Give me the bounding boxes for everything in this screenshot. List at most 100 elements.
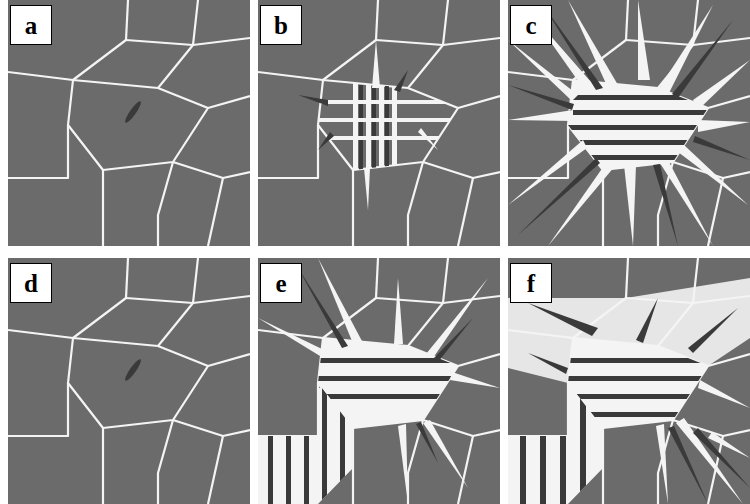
microstructure-shape	[708, 432, 750, 458]
panel-letter: a	[25, 13, 38, 38]
microstructure-shape	[693, 136, 750, 160]
panel-letter: c	[525, 13, 536, 38]
microstructure-shape	[426, 278, 488, 358]
microstructure-shape	[624, 165, 636, 246]
microstructure-shape	[508, 110, 573, 121]
panel-label-box: d	[10, 263, 52, 303]
microstructure-shape	[298, 95, 328, 106]
microstructure-shape	[508, 85, 574, 110]
microstructure-shape	[672, 20, 733, 98]
microstructure-shape	[392, 80, 397, 175]
microstructure-shape	[636, 298, 658, 343]
microstructure-shape	[318, 118, 458, 122]
microstructure-shape	[364, 168, 370, 210]
microstructure-shape	[543, 5, 603, 90]
microstructure-shape	[372, 40, 380, 88]
microstructure-shape	[450, 372, 500, 388]
microstructure-shape	[379, 80, 384, 175]
microstructure-shape	[318, 132, 334, 150]
microstructure-shape	[366, 80, 371, 175]
panel-letter: b	[274, 13, 288, 38]
microstructure-shape	[688, 308, 738, 353]
panel-f-grains	[508, 258, 750, 504]
microstructure-shape	[563, 358, 713, 363]
microstructure-shape	[372, 85, 376, 170]
microstructure-shape	[258, 258, 500, 504]
microstructure-shape	[286, 388, 291, 504]
microstructure-shape	[359, 85, 363, 170]
microstructure-shape	[123, 100, 143, 125]
panel-label-box: c	[510, 5, 552, 45]
microstructure-shape	[258, 388, 358, 504]
microstructure-shape	[540, 378, 546, 504]
microstructure-shape	[298, 268, 473, 463]
microstructure-shape	[318, 136, 458, 140]
microstructure-shape	[416, 422, 438, 463]
microstructure-shape	[340, 388, 345, 504]
microstructure-shape	[258, 318, 324, 356]
panel-label-box: a	[10, 5, 52, 45]
microstructure-shape	[656, 424, 668, 504]
microstructure-shape	[508, 0, 750, 246]
microstructure-shape	[698, 380, 750, 408]
microstructure-shape	[313, 394, 463, 399]
microstructure-shape	[398, 424, 408, 504]
microstructure-shape	[560, 378, 566, 504]
panel-b-grains	[258, 0, 500, 246]
microstructure-shape	[528, 353, 568, 374]
microstructure-shape	[508, 0, 750, 246]
microstructure-shape	[508, 140, 587, 205]
microstructure-shape	[318, 80, 458, 175]
microstructure-shape	[528, 298, 738, 374]
microstructure-shape	[508, 378, 608, 504]
microstructure-shape	[394, 278, 403, 344]
microstructure-shape	[8, 258, 250, 504]
microstructure-shape	[258, 388, 358, 504]
microstructure-shape	[563, 394, 713, 399]
microstructure-shape	[528, 303, 598, 336]
microstructure-shape	[693, 60, 750, 110]
microstructure-shape	[394, 70, 408, 92]
microstructure-shape	[563, 376, 713, 381]
panel-label-box: e	[260, 263, 302, 303]
microstructure-shape	[318, 100, 458, 104]
microstructure-shape	[258, 0, 500, 246]
microstructure-shape	[638, 0, 650, 80]
microstructure-shape	[678, 145, 748, 205]
microstructure-shape	[268, 388, 273, 504]
microstructure-shape	[322, 388, 327, 504]
microstructure-shape	[580, 378, 586, 504]
panel-label-box: f	[510, 263, 552, 303]
microstructure-shape	[693, 428, 750, 488]
microstructure-shape	[518, 158, 600, 235]
microstructure-shape	[353, 80, 358, 175]
microstructure-shape	[508, 5, 750, 246]
panel-c-grains	[508, 0, 750, 246]
microstructure-shape	[418, 128, 438, 150]
microstructure-shape	[668, 426, 750, 504]
microstructure-shape	[8, 0, 250, 246]
microstructure-shape	[563, 140, 713, 145]
microstructure-shape	[508, 378, 608, 504]
microstructure-shape	[656, 380, 750, 504]
microstructure-shape	[563, 110, 713, 115]
microstructure-shape	[318, 258, 363, 346]
panel-letter: e	[275, 271, 286, 296]
microstructure-shape	[313, 376, 463, 381]
microstructure-shape	[258, 258, 500, 504]
microstructure-shape	[434, 318, 473, 362]
panel-letter: d	[24, 271, 38, 296]
panel-e-grains	[258, 258, 500, 504]
microstructure-shape	[698, 120, 750, 132]
microstructure-shape	[385, 85, 389, 170]
microstructure-shape	[123, 358, 143, 383]
panel-label-box: b	[260, 5, 302, 45]
panel-a-grains	[8, 0, 250, 246]
microstructure-shape	[520, 378, 526, 504]
microstructure-shape	[298, 268, 348, 348]
microstructure-shape	[304, 388, 309, 504]
microstructure-shape	[508, 258, 750, 504]
microstructure-shape	[653, 164, 678, 246]
